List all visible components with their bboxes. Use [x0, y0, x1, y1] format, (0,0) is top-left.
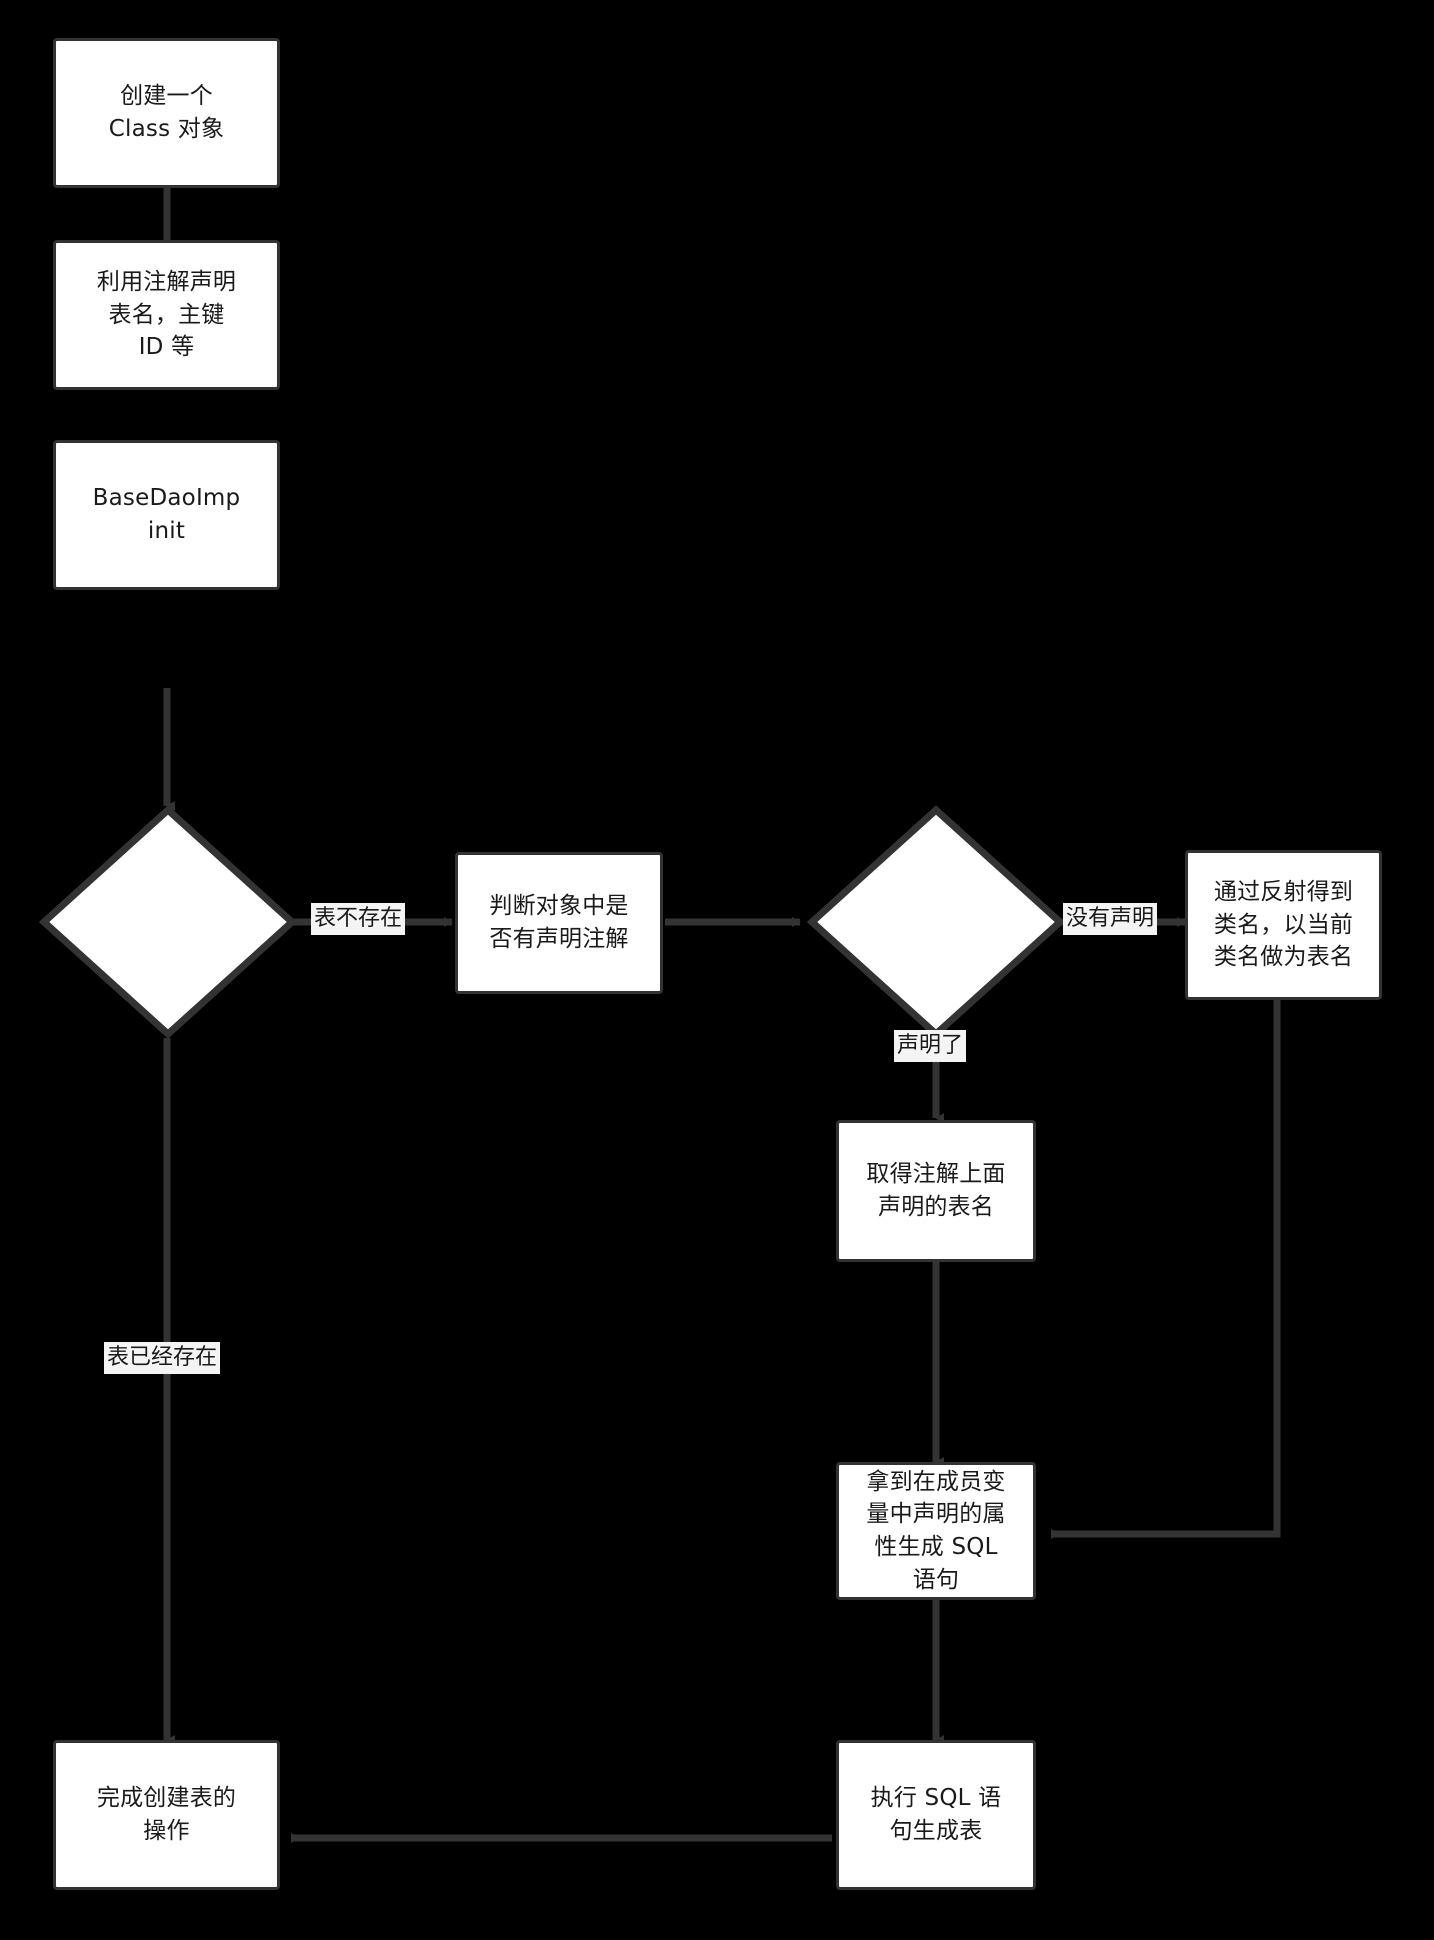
- diamond-shape: [38, 805, 298, 1039]
- node-table-exists-decision[interactable]: [38, 805, 298, 1039]
- node-check-annotation-label: 判断对象中是 否有声明注解: [489, 893, 629, 952]
- node-finish-create-table[interactable]: 完成创建表的 操作: [53, 1740, 280, 1890]
- node-declare-with-annotation[interactable]: 利用注解声明 表名，主键 ID 等: [53, 240, 280, 390]
- node-execute-sql-create-table-label: 执行 SQL 语 句生成表: [870, 1785, 1002, 1844]
- node-basedaoimp-init-label: BaseDaoImp init: [92, 485, 241, 544]
- node-get-declared-table-name-label: 取得注解上面 声明的表名: [866, 1161, 1006, 1220]
- diamond-shape: [806, 805, 1066, 1039]
- edge-n7-n9: [1051, 1000, 1281, 1539]
- edge-label-has-annotation: 声明了: [894, 1030, 967, 1062]
- edge-label-table-not-exists: 表不存在: [311, 903, 406, 935]
- node-get-declared-table-name[interactable]: 取得注解上面 声明的表名: [836, 1120, 1036, 1262]
- edge-label-no-annotation: 没有声明: [1063, 903, 1158, 935]
- node-annotation-decision[interactable]: [806, 805, 1066, 1039]
- node-build-sql-from-fields[interactable]: 拿到在成员变 量中声明的属 性生成 SQL 语句: [836, 1462, 1036, 1600]
- node-create-class-object-label: 创建一个 Class 对象: [108, 83, 225, 142]
- node-basedaoimp-init[interactable]: BaseDaoImp init: [53, 440, 280, 590]
- node-check-annotation[interactable]: 判断对象中是 否有声明注解: [455, 852, 663, 994]
- node-build-sql-from-fields-label: 拿到在成员变 量中声明的属 性生成 SQL 语句: [866, 1468, 1006, 1593]
- node-reflect-class-name[interactable]: 通过反射得到 类名，以当前 类名做为表名: [1185, 850, 1382, 1000]
- node-execute-sql-create-table[interactable]: 执行 SQL 语 句生成表: [836, 1740, 1036, 1890]
- node-finish-create-table-label: 完成创建表的 操作: [96, 1785, 237, 1844]
- edge-label-table-exists: 表已经存在: [104, 1342, 221, 1374]
- node-reflect-class-name-label: 通过反射得到 类名，以当前 类名做为表名: [1213, 879, 1354, 971]
- node-declare-with-annotation-label: 利用注解声明 表名，主键 ID 等: [96, 269, 237, 361]
- node-create-class-object[interactable]: 创建一个 Class 对象: [53, 38, 280, 188]
